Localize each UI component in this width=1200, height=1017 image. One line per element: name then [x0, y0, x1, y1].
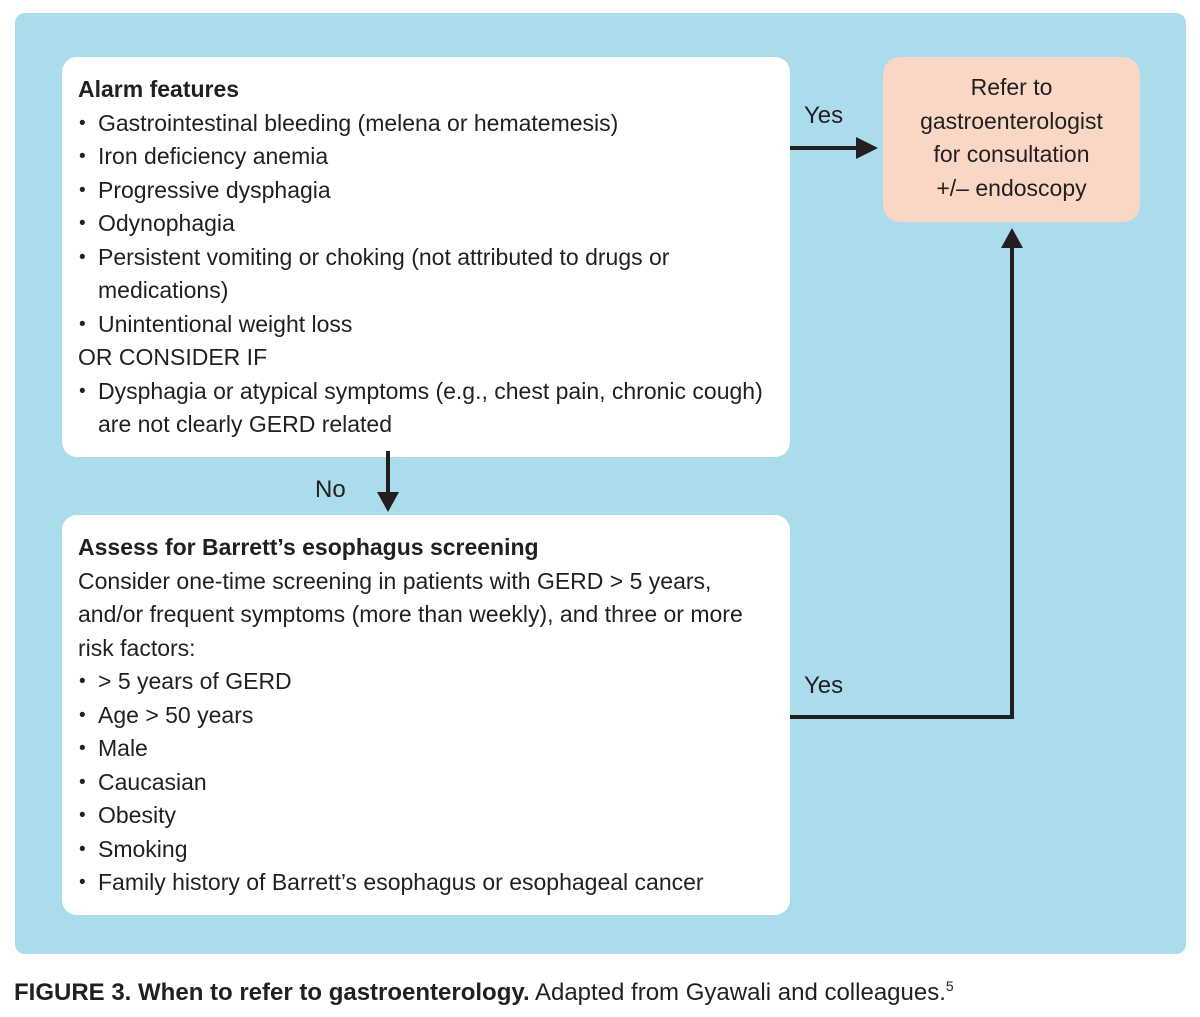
bullet-icon: • — [79, 313, 86, 335]
bullet-icon: • — [79, 671, 86, 692]
no-arrow-head-icon — [377, 492, 399, 512]
figure-caption: FIGURE 3. When to refer to gastroenterol… — [14, 970, 954, 1009]
alarm-item: • Progressive dysphagia — [78, 174, 772, 208]
alarm-item-text: Gastrointestinal bleeding (melena or hem… — [98, 109, 619, 136]
alarm-item-text: Progressive dysphagia — [98, 176, 331, 203]
refer-box-line: Refer to — [970, 74, 1053, 100]
assess-item: • Obesity — [78, 799, 772, 833]
refer-box-line: +/– endoscopy — [936, 174, 1087, 201]
assess-item-text: Male — [98, 735, 148, 761]
alarm-item: • Unintentional weight loss — [78, 308, 772, 342]
refer-box: Refer to gastroenterologist for consulta… — [883, 57, 1140, 222]
alarm-item-text: Persistent vomiting or choking (not attr… — [98, 243, 670, 304]
alarm-item-text: Odynophagia — [98, 210, 235, 236]
caption-source: Adapted from Gyawali and colleagues. — [534, 979, 946, 1006]
bullet-icon: • — [79, 380, 86, 402]
assess-item: • Age > 50 years — [78, 699, 772, 733]
bullet-icon: • — [79, 179, 86, 201]
yes-arrow-line — [790, 146, 858, 150]
assess-item-text: Family history of Barrett’s esophagus or… — [98, 869, 704, 895]
yes-elbow-vertical-line — [1010, 247, 1014, 719]
caption-title: When to refer to gastroenterology. — [138, 979, 530, 1006]
bullet-icon: • — [79, 246, 86, 268]
alarm-item: • Gastrointestinal bleeding (melena or he… — [78, 107, 772, 141]
assess-item-text: Age > 50 years — [98, 701, 254, 728]
refer-box-line: gastroenterologist — [920, 107, 1103, 134]
bullet-icon: • — [79, 771, 86, 793]
assess-box-intro: Consider one-time screening in patients … — [78, 567, 743, 661]
bullet-icon: • — [79, 112, 86, 134]
alarm-box-title: Alarm features — [78, 76, 240, 102]
refer-box-line: for consultation — [933, 141, 1090, 167]
caption-reference: 5 — [945, 978, 954, 994]
yes-label-top: Yes — [804, 102, 844, 129]
caption-label: FIGURE 3. — [14, 979, 132, 1006]
bullet-icon: • — [79, 805, 86, 826]
alarm-item: • Iron deficiency anemia — [78, 140, 772, 174]
bullet-icon: • — [79, 213, 86, 234]
assess-box: Assess for Barrett’s esophagus screening… — [62, 515, 790, 915]
assess-box-title: Assess for Barrett’s esophagus screening — [78, 534, 539, 560]
bullet-icon: • — [79, 738, 86, 759]
bullet-icon: • — [79, 838, 86, 860]
alarm-or-consider-label: OR CONSIDER IF — [78, 344, 268, 370]
alarm-consider-item-text: Dysphagia or atypical symptoms (e.g., ch… — [98, 377, 763, 438]
alarm-item: • Odynophagia — [78, 207, 772, 241]
assess-item-text: Smoking — [98, 835, 188, 862]
assess-item: • Smoking — [78, 833, 772, 867]
alarm-features-box: Alarm features • Gastrointestinal bleedin… — [62, 57, 790, 457]
bullet-icon: • — [79, 146, 86, 167]
no-label: No — [315, 476, 346, 503]
alarm-item-text: Unintentional weight loss — [98, 310, 353, 337]
bullet-icon: • — [79, 704, 86, 726]
assess-item-text: Caucasian — [98, 768, 207, 795]
assess-item: • Male — [78, 732, 772, 766]
yes-elbow-arrow-head-icon — [1001, 228, 1023, 248]
assess-item-text: > 5 years of GERD — [98, 668, 292, 694]
yes-arrow-head-icon — [856, 137, 878, 159]
alarm-consider-item: • Dysphagia or atypical symptoms (e.g., c… — [78, 375, 772, 442]
no-arrow-line — [386, 451, 390, 495]
yes-elbow-horizontal-line — [790, 715, 1014, 719]
assess-item: • > 5 years of GERD — [78, 665, 772, 699]
alarm-item: • Persistent vomiting or choking (not att… — [78, 241, 772, 308]
assess-item: • Caucasian — [78, 766, 772, 800]
yes-label-bottom: Yes — [804, 672, 844, 699]
bullet-icon: • — [79, 872, 86, 893]
alarm-item-text: Iron deficiency anemia — [98, 143, 329, 169]
assess-item: • Family history of Barrett’s esophagus o… — [78, 866, 772, 900]
assess-item-text: Obesity — [98, 802, 176, 828]
